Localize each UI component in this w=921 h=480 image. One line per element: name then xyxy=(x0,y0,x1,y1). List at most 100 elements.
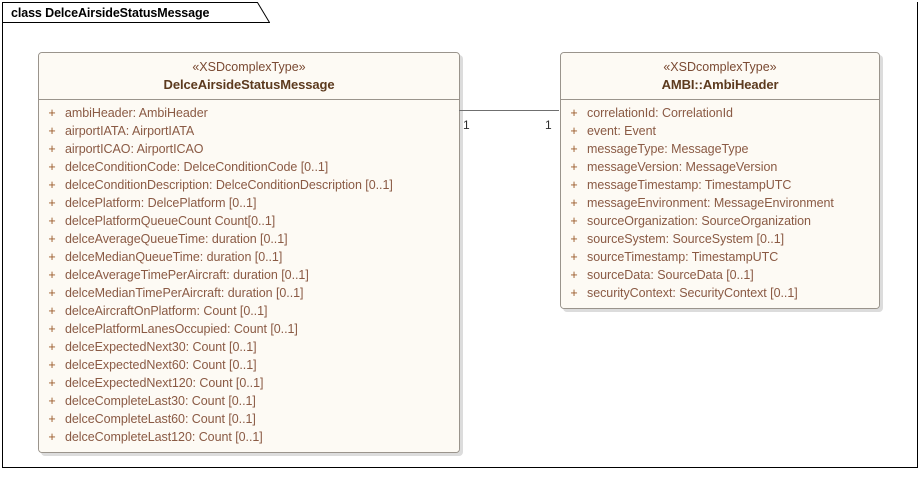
class-attribute-row[interactable]: +messageTimestamp: TimestampUTC xyxy=(561,176,879,194)
class-attribute-row[interactable]: + airportICAO: AirportICAO xyxy=(39,140,459,158)
class-attribute-row[interactable]: + delceConditionDescription: DelceConditi… xyxy=(39,176,459,194)
attribute-visibility: + xyxy=(48,340,56,354)
attribute-visibility: + xyxy=(48,106,56,120)
attribute-label: sourceOrganization: SourceOrganization xyxy=(587,214,811,228)
class-attribute-row[interactable]: + delcePlatformLanesOccupied: Count [0..1… xyxy=(39,320,459,338)
class-attribute-row[interactable]: + delceMedianQueueTime: duration [0..1] xyxy=(39,248,459,266)
attribute-visibility: + xyxy=(570,160,578,174)
attribute-label: delceCompleteLast120: Count [0..1] xyxy=(65,430,263,444)
attribute-visibility: + xyxy=(48,250,56,264)
attribute-label: sourceData: SourceData [0..1] xyxy=(587,268,754,282)
attribute-visibility: + xyxy=(570,214,578,228)
class-box-delce-airside-status-message[interactable]: «XSDcomplexType» DelceAirsideStatusMessa… xyxy=(38,52,460,453)
attribute-label: delceMedianQueueTime: duration [0..1] xyxy=(65,250,283,264)
class-attribute-row[interactable]: + airportIATA: AirportIATA xyxy=(39,122,459,140)
attribute-label: delceConditionDescription: DelceConditio… xyxy=(65,178,393,192)
class-attribute-row[interactable]: + securityContext: SecurityContext [0..1] xyxy=(561,284,879,302)
attribute-label: messageVersion: MessageVersion xyxy=(587,160,778,174)
attribute-label: delcePlatformQueueCount Count[0..1] xyxy=(65,214,276,228)
attribute-visibility: + xyxy=(48,286,56,300)
attribute-visibility: + xyxy=(48,214,56,228)
attribute-visibility: + xyxy=(570,124,578,138)
attribute-visibility: + xyxy=(570,286,578,300)
class-attribute-row[interactable]: + ambiHeader: AmbiHeader xyxy=(39,104,459,122)
attribute-visibility: + xyxy=(48,412,56,426)
class-attribute-row[interactable]: +delceExpectedNext120: Count [0..1] xyxy=(39,374,459,392)
class-attribute-row[interactable]: + delceMedianTimePerAircraft: duration [0… xyxy=(39,284,459,302)
attribute-visibility: + xyxy=(48,142,56,156)
attribute-label: delceExpectedNext30: Count [0..1] xyxy=(65,340,257,354)
attribute-visibility: + xyxy=(48,124,56,138)
attribute-label: correlationId: CorrelationId xyxy=(587,106,733,120)
attribute-label: delcePlatform: DelcePlatform [0..1] xyxy=(65,196,257,210)
class-attribute-row[interactable]: + delceExpectedNext30: Count [0..1] xyxy=(39,338,459,356)
class-attribute-row[interactable]: + delceCompleteLast30: Count [0..1] xyxy=(39,392,459,410)
attribute-label: delceAircraftOnPlatform: Count [0..1] xyxy=(65,304,268,318)
attribute-label: delcePlatformLanesOccupied: Count [0..1] xyxy=(65,322,298,336)
attribute-visibility: + xyxy=(48,160,56,174)
class-box-ambi-ambiheader[interactable]: «XSDcomplexType» AMBI::AmbiHeader + corre… xyxy=(560,52,880,309)
attribute-label: delceConditionCode: DelceConditionCode [… xyxy=(65,160,329,174)
attribute-label: messageType: MessageType xyxy=(587,142,749,156)
class-name: DelceAirsideStatusMessage xyxy=(163,77,335,92)
attribute-label: ambiHeader: AmbiHeader xyxy=(65,106,208,120)
class-attribute-row[interactable]: +delceAverageTimePerAircraft: duration [… xyxy=(39,266,459,284)
attribute-visibility: + xyxy=(570,196,578,210)
attribute-visibility: + xyxy=(48,322,56,336)
class-attribute-row[interactable]: + messageType: MessageType xyxy=(561,140,879,158)
class-attribute-row[interactable]: + messageVersion: MessageVersion xyxy=(561,158,879,176)
attribute-label: airportICAO: AirportICAO xyxy=(65,142,204,156)
attribute-label: delceCompleteLast60: Count [0..1] xyxy=(65,412,256,426)
attribute-label: airportIATA: AirportIATA xyxy=(65,124,195,138)
attribute-visibility: + xyxy=(48,358,56,372)
tab-shape xyxy=(2,2,270,23)
class-attribute-row[interactable]: + correlationId: CorrelationId xyxy=(561,104,879,122)
class-attribute-row[interactable]: + delcePlatform: DelcePlatform [0..1] xyxy=(39,194,459,212)
attribute-visibility: + xyxy=(48,232,56,246)
class-attribute-row[interactable]: + delceAverageQueueTime: duration [0..1] xyxy=(39,230,459,248)
association-connector[interactable] xyxy=(459,110,559,111)
class-attribute-row[interactable]: + event: Event xyxy=(561,122,879,140)
attribute-visibility: + xyxy=(48,394,56,408)
class-attribute-row[interactable]: + sourceSystem: SourceSystem [0..1] xyxy=(561,230,879,248)
attribute-label: messageEnvironment: MessageEnvironment xyxy=(587,196,834,210)
attribute-visibility: + xyxy=(570,142,578,156)
class-attribute-row[interactable]: + delcePlatformQueueCount Count[0..1] xyxy=(39,212,459,230)
class-attribute-row[interactable]: + delceAircraftOnPlatform: Count [0..1] xyxy=(39,302,459,320)
association-source-multiplicity: 1 xyxy=(463,118,470,132)
class-attribute-row[interactable]: +delceExpectedNext60: Count [0..1] xyxy=(39,356,459,374)
class-attribute-row[interactable]: + delceCompleteLast60: Count [0..1] xyxy=(39,410,459,428)
attribute-visibility: + xyxy=(570,250,578,264)
attribute-label: delceExpectedNext120: Count [0..1] xyxy=(65,376,264,390)
attribute-label: event: Event xyxy=(587,124,656,138)
attribute-label: delceMedianTimePerAircraft: duration [0.… xyxy=(65,286,304,300)
attribute-label: securityContext: SecurityContext [0..1] xyxy=(587,286,798,300)
attribute-visibility: + xyxy=(48,268,56,282)
attribute-visibility: + xyxy=(570,178,578,192)
class-attribute-row[interactable]: + delceConditionCode: DelceConditionCode … xyxy=(39,158,459,176)
class-attribute-row[interactable]: + sourceData: SourceData [0..1] xyxy=(561,266,879,284)
class-attribute-row[interactable]: + delceCompleteLast120: Count [0..1] xyxy=(39,428,459,446)
class-stereotype: «XSDcomplexType» xyxy=(192,60,306,74)
attribute-visibility: + xyxy=(48,196,56,210)
attribute-label: sourceSystem: SourceSystem [0..1] xyxy=(587,232,785,246)
attribute-visibility: + xyxy=(48,304,56,318)
attribute-label: sourceTimestamp: TimestampUTC xyxy=(587,250,779,264)
class-header: «XSDcomplexType» DelceAirsideStatusMessa… xyxy=(39,53,459,100)
attribute-label: delceCompleteLast30: Count [0..1] xyxy=(65,394,256,408)
class-attribute-row[interactable]: + sourceTimestamp: TimestampUTC xyxy=(561,248,879,266)
class-stereotype: «XSDcomplexType» xyxy=(663,60,777,74)
attribute-visibility: + xyxy=(48,430,56,444)
attribute-visibility: + xyxy=(48,178,56,192)
attribute-visibility: + xyxy=(570,268,578,282)
attribute-visibility: + xyxy=(570,232,578,246)
class-attributes-compartment: + correlationId: CorrelationId + event: Eve… xyxy=(561,100,879,308)
association-target-multiplicity: 1 xyxy=(545,118,552,132)
diagram-title-tab: class DelceAirsideStatusMessage xyxy=(2,2,270,23)
attribute-label: delceAverageQueueTime: duration [0..1] xyxy=(65,232,288,246)
class-attribute-row[interactable]: + sourceOrganization: SourceOrganization xyxy=(561,212,879,230)
diagram-title-label: class DelceAirsideStatusMessage xyxy=(11,5,210,20)
class-header: «XSDcomplexType» AMBI::AmbiHeader xyxy=(561,53,879,100)
attribute-visibility: + xyxy=(570,106,578,120)
class-attribute-row[interactable]: + messageEnvironment: MessageEnvironment xyxy=(561,194,879,212)
